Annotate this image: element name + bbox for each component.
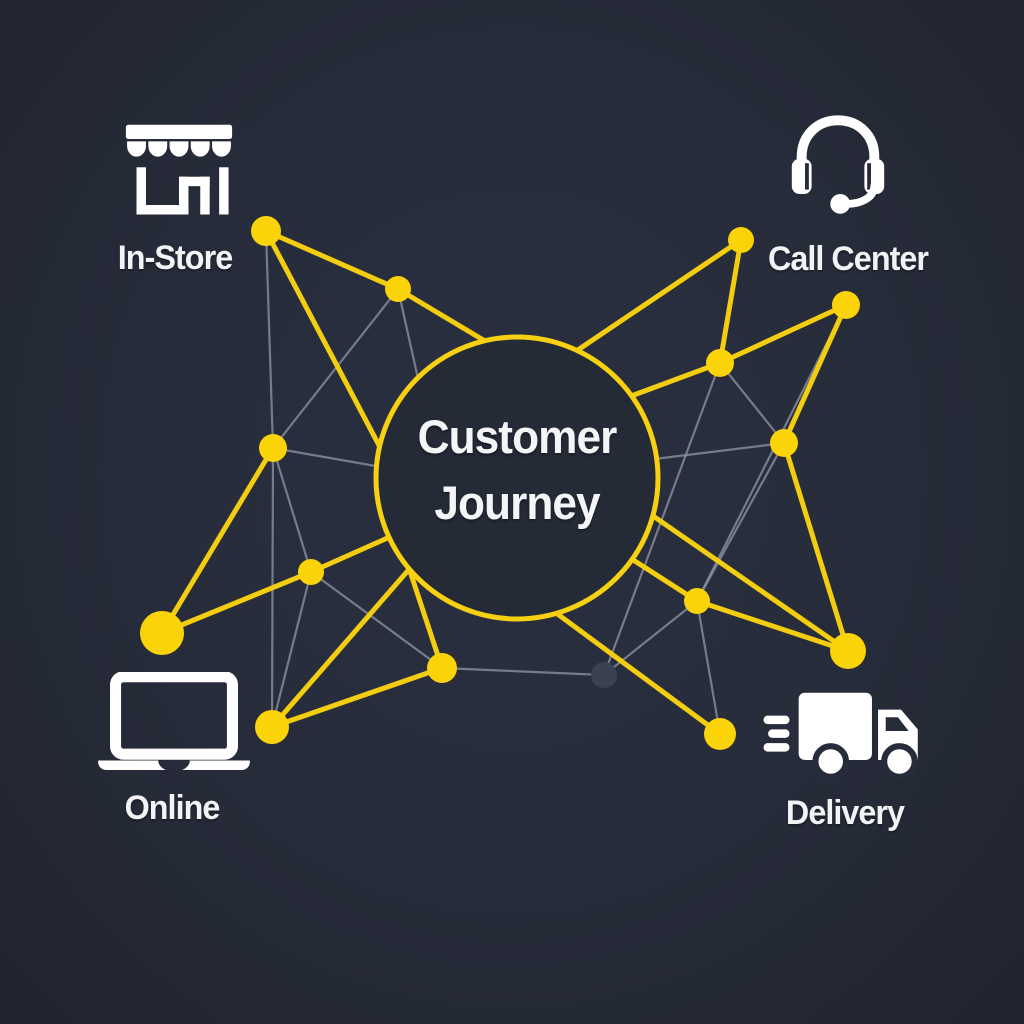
network-node-c bbox=[259, 434, 287, 462]
network-node-e bbox=[140, 611, 184, 655]
hub-title: Customer Journey bbox=[377, 404, 657, 536]
storefront-icon bbox=[120, 124, 238, 220]
network-node-x bbox=[591, 662, 617, 688]
network-edge-gray bbox=[602, 362, 722, 676]
network-edge-yellow bbox=[718, 302, 848, 366]
network-node-a bbox=[251, 216, 281, 246]
hub-circle bbox=[373, 334, 661, 622]
network-edge-gray bbox=[441, 666, 605, 677]
hub-title-line1: Customer bbox=[417, 410, 618, 463]
hub-ring bbox=[373, 334, 661, 622]
network-nodes bbox=[140, 216, 866, 750]
network-node-n bbox=[427, 653, 457, 683]
network-edge-gray bbox=[695, 600, 722, 735]
channel-label-online: Online bbox=[124, 789, 221, 827]
network-node-g bbox=[728, 227, 754, 253]
network-node-i bbox=[706, 349, 734, 377]
network-node-b bbox=[385, 276, 411, 302]
network-edge-yellow bbox=[781, 442, 851, 652]
network-node-k bbox=[684, 588, 710, 614]
network-edge-gray bbox=[264, 230, 275, 449]
channel-label-delivery: Delivery bbox=[785, 794, 905, 832]
channel-label-call-center: Call Center bbox=[767, 240, 929, 278]
network-edge-gray bbox=[272, 288, 399, 449]
delivery-truck-icon bbox=[762, 688, 930, 780]
network-node-h bbox=[832, 291, 860, 319]
network-node-m bbox=[704, 718, 736, 750]
network-edge-gray bbox=[271, 447, 313, 573]
network-node-l bbox=[830, 633, 866, 669]
network-edge-yellow bbox=[263, 229, 395, 472]
network-edge-yellow bbox=[161, 569, 312, 636]
laptop-icon bbox=[95, 672, 253, 770]
network-edge-yellow bbox=[264, 228, 400, 292]
network-edges bbox=[159, 228, 851, 737]
channel-label-in-store: In-Store bbox=[117, 239, 233, 277]
network-node-f bbox=[255, 710, 289, 744]
network-edge-yellow bbox=[628, 497, 850, 654]
network-edge-yellow bbox=[558, 237, 743, 365]
network-edge-gray bbox=[310, 571, 443, 669]
network-node-d bbox=[298, 559, 324, 585]
network-edge-yellow bbox=[270, 549, 427, 729]
network-node-j bbox=[770, 429, 798, 457]
network-edge-yellow bbox=[159, 446, 276, 635]
network-edge-yellow bbox=[717, 239, 744, 364]
hub-title-line2: Journey bbox=[434, 476, 600, 529]
network-edge-gray bbox=[719, 362, 785, 444]
network-edge-gray bbox=[696, 442, 785, 602]
network-edge-yellow bbox=[696, 598, 849, 654]
network-edge-yellow bbox=[271, 665, 443, 730]
network-edge-yellow bbox=[781, 303, 849, 445]
headset-icon bbox=[783, 108, 893, 214]
network-edge-gray bbox=[270, 571, 313, 728]
